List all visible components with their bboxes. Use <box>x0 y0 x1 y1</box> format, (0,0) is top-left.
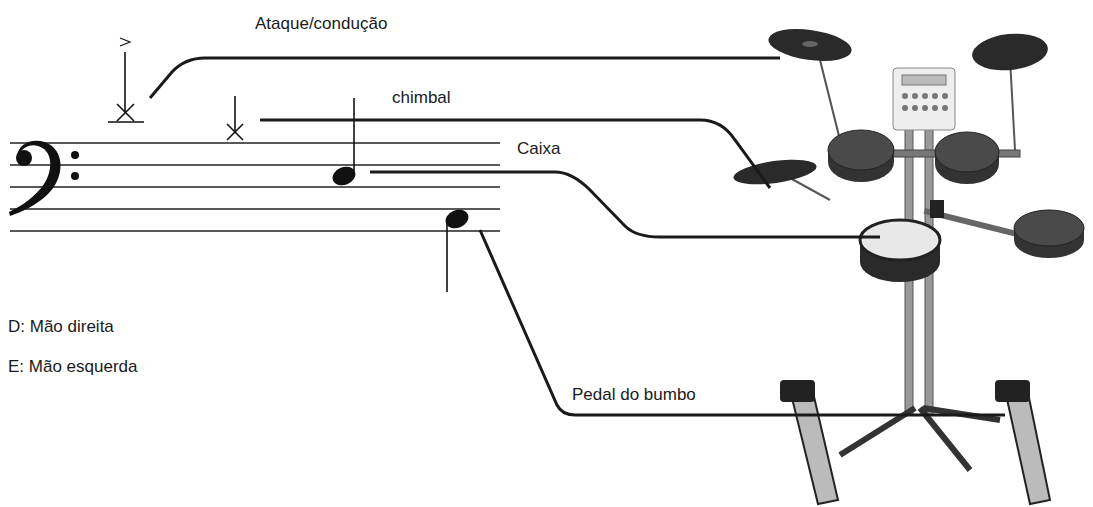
module-display <box>902 75 946 85</box>
accent-mark <box>120 38 130 46</box>
leader-line <box>370 172 880 237</box>
stand-legs <box>840 408 1000 470</box>
note-stem <box>124 52 126 112</box>
button <box>912 93 918 99</box>
staff-line <box>10 164 500 166</box>
drum-module <box>893 68 955 130</box>
staff-line <box>10 142 500 144</box>
button <box>942 105 948 111</box>
button <box>912 105 918 111</box>
button <box>922 93 928 99</box>
ledger-line <box>108 121 144 123</box>
note-stem <box>446 222 448 292</box>
part-label: Caixa <box>517 139 560 159</box>
staff-line <box>10 230 500 232</box>
part-label: Pedal do bumbo <box>572 385 696 405</box>
button <box>932 105 938 111</box>
clamp <box>930 200 944 218</box>
notes <box>108 38 470 292</box>
bass-clef <box>9 141 79 216</box>
button <box>942 93 948 99</box>
leader-lines <box>150 58 1005 415</box>
floor-tom-pad <box>1014 210 1084 246</box>
button <box>932 93 938 99</box>
cymbal-stand <box>818 52 840 140</box>
staff <box>10 143 500 231</box>
button <box>902 105 908 111</box>
ride-cymbal <box>970 30 1049 74</box>
clef-dot <box>71 151 79 159</box>
cymbal-stand <box>1010 58 1015 150</box>
hihat-pedal <box>790 388 838 504</box>
button <box>902 93 908 99</box>
tom-pad <box>935 132 999 172</box>
note-stem <box>234 96 236 132</box>
kick-pedal <box>1005 388 1050 504</box>
leader-line <box>480 230 1005 415</box>
hihat-cymbal <box>732 155 818 188</box>
staff-line <box>10 186 500 188</box>
button <box>922 105 928 111</box>
drum-kit <box>732 24 1084 504</box>
staff-line <box>10 208 500 210</box>
pedal-base <box>780 380 815 402</box>
note-stem <box>353 98 355 173</box>
clef-curve <box>9 141 61 216</box>
module-buttons <box>902 93 948 111</box>
note-text: D: Mão direita <box>8 317 114 337</box>
snare-pad <box>860 220 940 260</box>
part-label: Ataque/condução <box>255 14 387 34</box>
hihat-stand <box>790 178 830 200</box>
tom-pad <box>828 130 894 170</box>
leader-line <box>260 120 770 188</box>
leader-line <box>150 58 780 98</box>
note-text: E: Mão esquerda <box>8 357 137 377</box>
cymbal-bell <box>802 41 818 47</box>
part-label: chimbal <box>392 88 451 108</box>
pedal-base <box>995 380 1030 402</box>
clef-dot <box>71 172 79 180</box>
